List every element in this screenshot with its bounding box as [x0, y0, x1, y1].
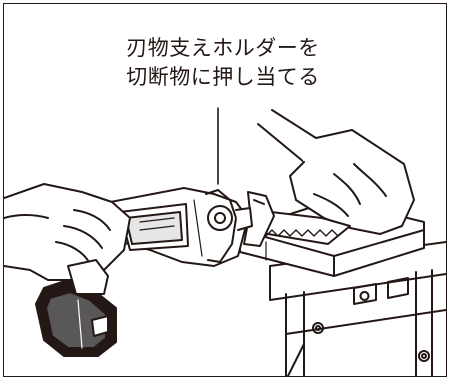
- battery-pack: [35, 279, 117, 357]
- callout-line-2: 切断物に押し当てる: [126, 65, 320, 89]
- figure-border: [3, 3, 447, 377]
- right-hand-glove: [4, 183, 131, 281]
- callout-label: 刃物支えホルダーを 切断物に押し当てる: [88, 34, 358, 92]
- saw-illustration: [4, 107, 446, 376]
- saw-grip: [67, 259, 109, 295]
- sawhorse-stand: [269, 241, 446, 376]
- callout-line-1: 刃物支えホルダーを: [126, 36, 320, 60]
- reciprocating-saw-body: [99, 187, 253, 267]
- left-hand-glove: [257, 109, 415, 235]
